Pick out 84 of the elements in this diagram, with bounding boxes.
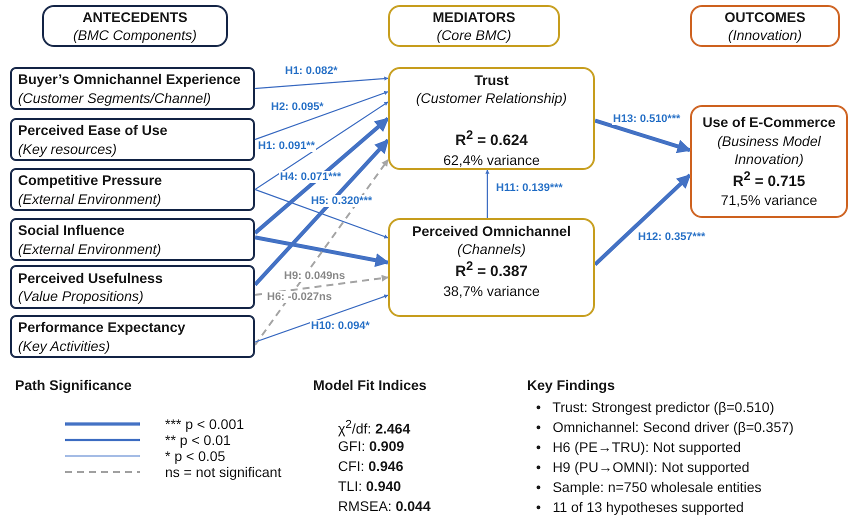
finding-item: • Sample: n=750 wholesale entities	[536, 478, 763, 497]
path-arrow	[254, 102, 388, 190]
edge-label: H1: 0.082*	[284, 65, 339, 77]
construct-subtitle: (Channels)	[457, 240, 526, 258]
variance-text: 38,7% variance	[443, 282, 540, 300]
construct-subtitle: (Key resources)	[18, 140, 117, 158]
construct-subtitle: (BMC Components)	[73, 26, 197, 44]
edge-label: H13: 0.510***	[612, 113, 682, 125]
path-arrow	[254, 76, 388, 90]
legend-text: ns = not significant	[165, 464, 282, 480]
construct-subtitle: (Customer Segments/Channel)	[18, 88, 211, 107]
construct-name: Social Influence	[18, 221, 125, 240]
construct-box	[10, 315, 255, 358]
column-header-box	[690, 5, 840, 47]
edge-label: H11: 0.139***	[495, 182, 564, 194]
construct-name: ANTECEDENTS	[82, 8, 188, 26]
construct-name: Perceived Omnichannel	[412, 222, 571, 240]
finding-item: • Trust: Strongest predictor (β=0.510)	[536, 398, 776, 417]
edge-label: H1: 0.091**	[257, 140, 316, 152]
fit-index: χ$^{2}$/df: 2.464	[338, 418, 410, 437]
construct-name: Trust	[474, 71, 509, 90]
construct-box	[10, 118, 255, 161]
construct-subtitle: (Customer Relationship)	[416, 89, 567, 108]
column-header-box	[42, 5, 228, 47]
path-arrow	[254, 91, 388, 140]
legend-text: ** p < 0.01	[165, 432, 231, 448]
column-header-box	[388, 5, 560, 47]
construct-name: Perceived Usefulness	[18, 268, 163, 287]
construct-name: Use of E-Commerce	[702, 113, 836, 132]
section-heading: Model Fit Indices	[313, 377, 427, 393]
path-arrow	[254, 138, 390, 286]
path-arrow	[254, 188, 388, 238]
finding-item: • Omnichannel: Second driver (β=0.357)	[536, 418, 794, 437]
r-squared: R$^{2}$ = 0.715	[732, 168, 806, 192]
construct-name: Perceived Ease of Use	[18, 121, 168, 140]
variance-text: 62,4% variance	[443, 150, 540, 170]
section-heading: Path Significance	[15, 377, 132, 393]
finding-item: • H9 (PU→OMNI): Not supported	[536, 458, 750, 477]
finding-item: • H6 (PE→TRU): Not supported	[536, 438, 742, 457]
edge-label: H6: -0.027ns	[266, 291, 333, 303]
section-heading: Key Findings	[527, 377, 615, 393]
construct-name: OUTCOMES	[724, 8, 806, 26]
variance-text: 71,5% variance	[720, 191, 818, 210]
construct-name: MEDIATORS	[432, 8, 516, 26]
r-squared: R$^{2}$ = 0.624	[455, 127, 528, 151]
path-arrow	[594, 174, 692, 266]
construct-subtitle: (Core BMC)	[436, 26, 512, 44]
fit-index: TLI: 0.940	[338, 478, 402, 494]
construct-subtitle: (External Environment)	[18, 240, 162, 258]
path-arrow	[254, 159, 389, 346]
mediator-box	[388, 218, 595, 317]
construct-subtitle: (Value Propositions)	[18, 287, 144, 306]
edge-label: H5: 0.320***	[310, 195, 374, 207]
construct-name: Competitive Pressure	[18, 171, 162, 190]
path-arrow	[254, 274, 389, 296]
edge-label: H4: 0.071***	[279, 171, 342, 183]
edge-label: H9: 0.049ns	[283, 270, 346, 282]
path-arrow	[485, 170, 490, 218]
outcome-box	[690, 105, 848, 218]
path-arrow	[254, 235, 390, 268]
construct-subtitle: (Innovation)	[728, 26, 802, 44]
edge-label: H2: 0.095*	[270, 101, 325, 113]
finding-item: • 11 of 13 hypotheses supported	[536, 498, 745, 517]
construct-box	[10, 265, 255, 309]
construct-name: Performance Expectancy	[18, 318, 186, 336]
path-arrow	[254, 294, 388, 343]
legend-text: * p < 0.05	[165, 448, 226, 464]
construct-subtitle: (External Environment)	[18, 190, 162, 208]
construct-box	[10, 67, 255, 110]
mediator-box	[388, 67, 595, 170]
edge-label: H12: 0.357***	[637, 231, 706, 243]
edge-label: H10: 0.094*	[310, 320, 371, 332]
fit-index: RMSEA: 0.044	[338, 498, 431, 514]
construct-name: Buyer’s Omnichannel Experience	[18, 70, 241, 88]
fit-index: GFI: 0.909	[338, 438, 404, 454]
construct-subtitle: (Business Model Innovation)	[716, 132, 822, 168]
construct-subtitle: (Key Activities)	[18, 336, 110, 355]
legend-text: *** p < 0.001	[165, 416, 244, 432]
r-squared: R$^{2}$ = 0.387	[455, 258, 528, 282]
path-arrow	[594, 118, 692, 154]
construct-box	[10, 218, 255, 261]
path-arrow	[254, 116, 390, 235]
fit-index: CFI: 0.946	[338, 458, 404, 474]
construct-box	[10, 168, 255, 211]
